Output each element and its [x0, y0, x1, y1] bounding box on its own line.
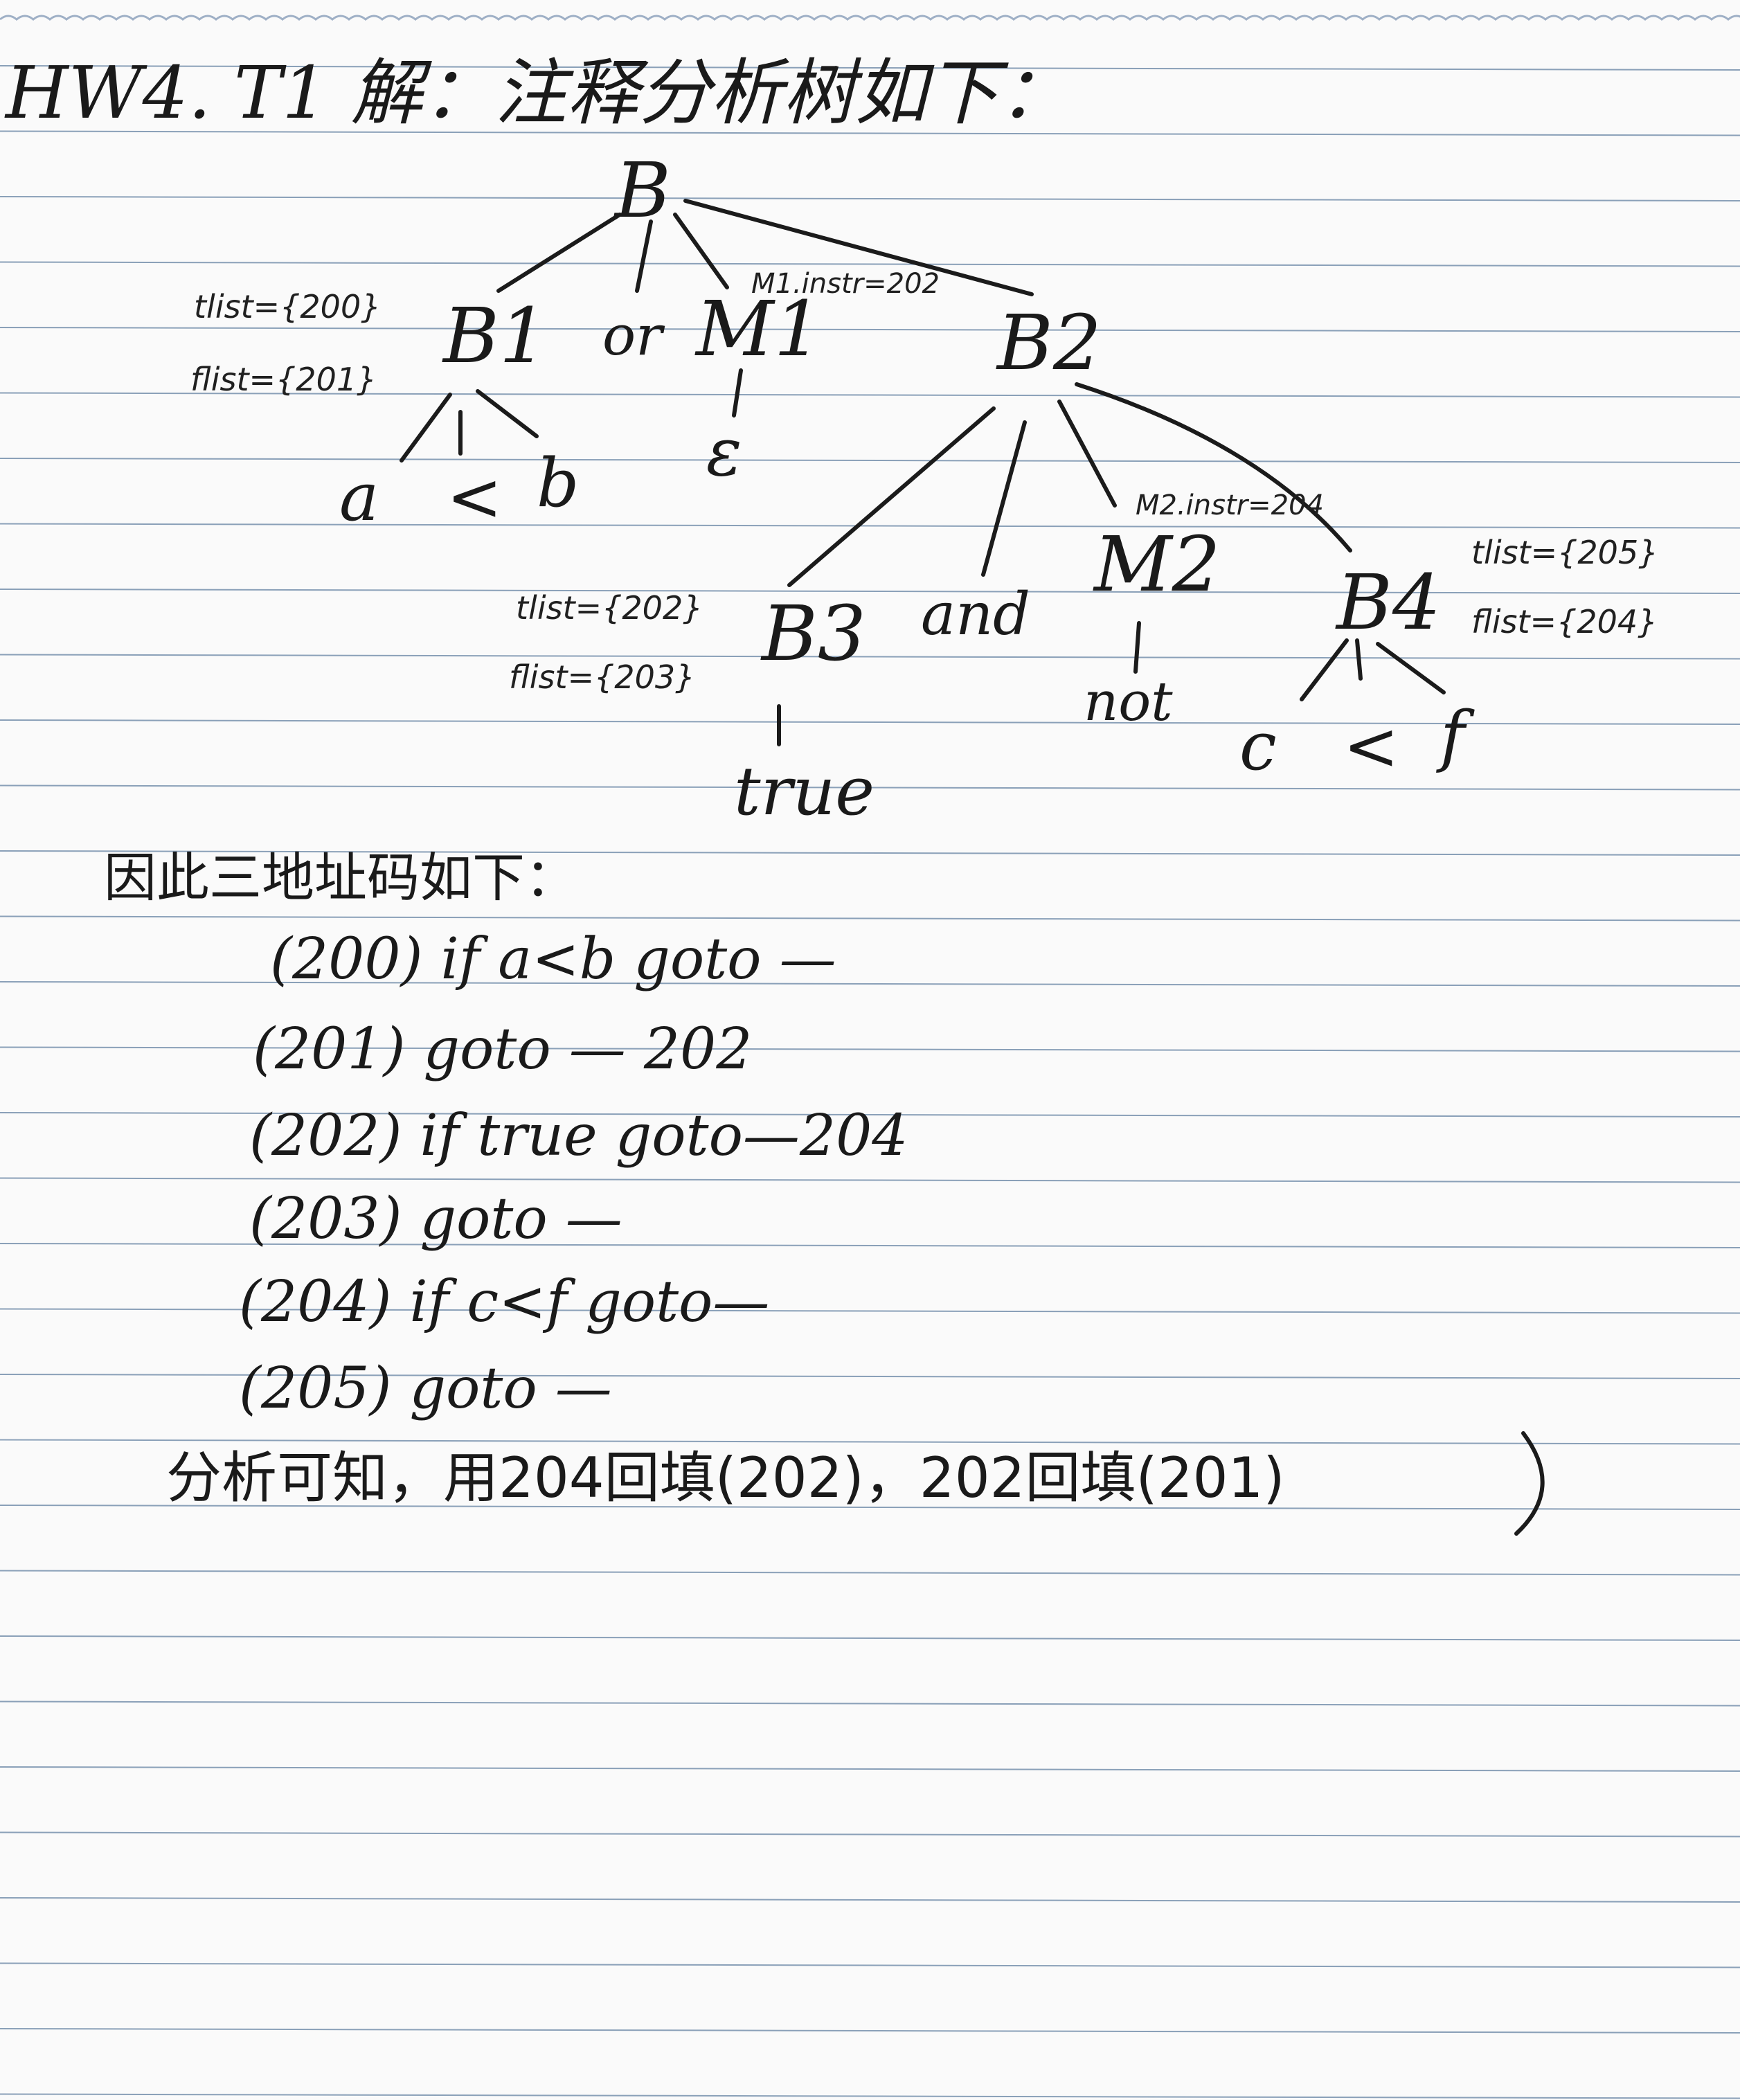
- ruled-line-24: [0, 1635, 1740, 1641]
- tree-node-and: and: [921, 580, 1030, 648]
- tree-node-b1: B1: [443, 291, 548, 380]
- tree-leaf-not: not: [1084, 671, 1173, 733]
- ruled-line-0: [0, 65, 1740, 71]
- code-line-201: (201) goto — 202: [253, 1016, 753, 1082]
- edge-b2-b4: [1075, 382, 1352, 553]
- tree-leaf-f: f: [1440, 697, 1465, 775]
- ruled-line-31: [0, 2093, 1740, 2099]
- b1-tlist-annotation: tlist={200}: [194, 288, 382, 325]
- code-intro: 因此三地址码如下：: [104, 847, 577, 908]
- edge-m2-not: [1133, 621, 1141, 674]
- tree-leaf-lt-1: <: [447, 458, 503, 536]
- ruled-line-26: [0, 1766, 1740, 1772]
- ruled-line-4: [0, 327, 1740, 332]
- edge-b1-b: [476, 389, 539, 438]
- tree-leaf-c: c: [1239, 708, 1277, 785]
- tree-leaf-true: true: [734, 753, 875, 830]
- ruled-line-10: [0, 719, 1740, 725]
- edge-m1-eps: [732, 368, 743, 418]
- ruled-line-22: [0, 1505, 1740, 1510]
- ruled-line-1: [0, 130, 1740, 136]
- code-line-200: (200) if a<b goto —: [270, 926, 836, 992]
- b3-flist-annotation: flist={203}: [509, 658, 696, 696]
- ruled-line-7: [0, 523, 1740, 529]
- tree-leaf-epsilon: ε: [706, 413, 742, 491]
- ruled-line-21: [0, 1439, 1740, 1445]
- tree-node-m2: M2: [1094, 520, 1221, 609]
- ruled-line-15: [0, 1046, 1740, 1052]
- tree-node-b: B: [615, 146, 671, 235]
- ruled-line-2: [0, 196, 1740, 201]
- code-line-205: (205) goto —: [239, 1356, 612, 1421]
- ruled-line-19: [0, 1308, 1740, 1314]
- edge-b2-m2: [1057, 400, 1117, 508]
- code-line-204: (204) if c<f goto—: [239, 1269, 770, 1335]
- ruled-line-6: [0, 458, 1740, 463]
- tree-leaf-lt-2: <: [1343, 708, 1399, 785]
- ruled-line-3: [0, 261, 1740, 267]
- ruled-line-30: [0, 2028, 1740, 2034]
- closing-bracket-stroke: [1514, 1431, 1545, 1536]
- ruled-line-27: [0, 1831, 1740, 1838]
- tree-node-b3: B3: [762, 589, 866, 678]
- m1-instr-annotation: M1.instr=202: [751, 268, 940, 300]
- edge-b-m1: [673, 213, 729, 289]
- edge-b-or: [635, 219, 653, 293]
- ruled-line-16: [0, 1112, 1740, 1118]
- edge-b-b1: [496, 213, 622, 293]
- ruled-line-5: [0, 392, 1740, 398]
- edge-b2-b3: [787, 406, 996, 587]
- b4-tlist-annotation: tlist={205}: [1471, 534, 1659, 571]
- ruled-line-14: [0, 981, 1740, 987]
- tree-node-b2: B2: [997, 298, 1102, 387]
- conclusion-note: 分析可知，用204回填(202)，202回填(201): [166, 1446, 1285, 1510]
- code-line-202: (202) if true goto—204: [249, 1103, 908, 1169]
- b4-flist-annotation: flist={204}: [1471, 603, 1658, 640]
- top-binding-edge: [0, 15, 1740, 21]
- code-line-203: (203) goto —: [249, 1186, 622, 1252]
- edge-b4-c: [1300, 638, 1349, 701]
- edge-b2-and: [981, 420, 1027, 577]
- b3-tlist-annotation: tlist={202}: [516, 589, 703, 627]
- ruled-line-11: [0, 784, 1740, 791]
- ruled-line-13: [0, 915, 1740, 922]
- edge-b4-f: [1376, 642, 1446, 694]
- ruled-line-12: [0, 850, 1740, 856]
- ruled-line-17: [0, 1177, 1740, 1183]
- ruled-line-20: [0, 1374, 1740, 1379]
- tree-node-m1: M1: [696, 285, 823, 373]
- edge-b4-lt: [1355, 638, 1363, 681]
- ruled-line-28: [0, 1897, 1740, 1903]
- tree-node-b4: B4: [1336, 558, 1441, 647]
- tree-leaf-a: a: [339, 458, 379, 536]
- b1-flist-annotation: flist={201}: [190, 361, 377, 398]
- ruled-line-23: [0, 1570, 1740, 1576]
- ruled-line-29: [0, 1962, 1740, 1968]
- ruled-line-8: [0, 589, 1740, 594]
- ruled-line-9: [0, 654, 1740, 660]
- ruled-line-25: [0, 1700, 1740, 1707]
- tree-node-or: or: [602, 303, 663, 368]
- ruled-line-18: [0, 1243, 1740, 1248]
- edge-b-b2: [683, 199, 1034, 296]
- edge-b1-a: [400, 393, 452, 463]
- tree-leaf-b: b: [537, 445, 580, 522]
- header-title: HW4. T1 解：注释分析树如下：: [6, 51, 1071, 135]
- m2-instr-annotation: M2.instr=204: [1136, 490, 1324, 521]
